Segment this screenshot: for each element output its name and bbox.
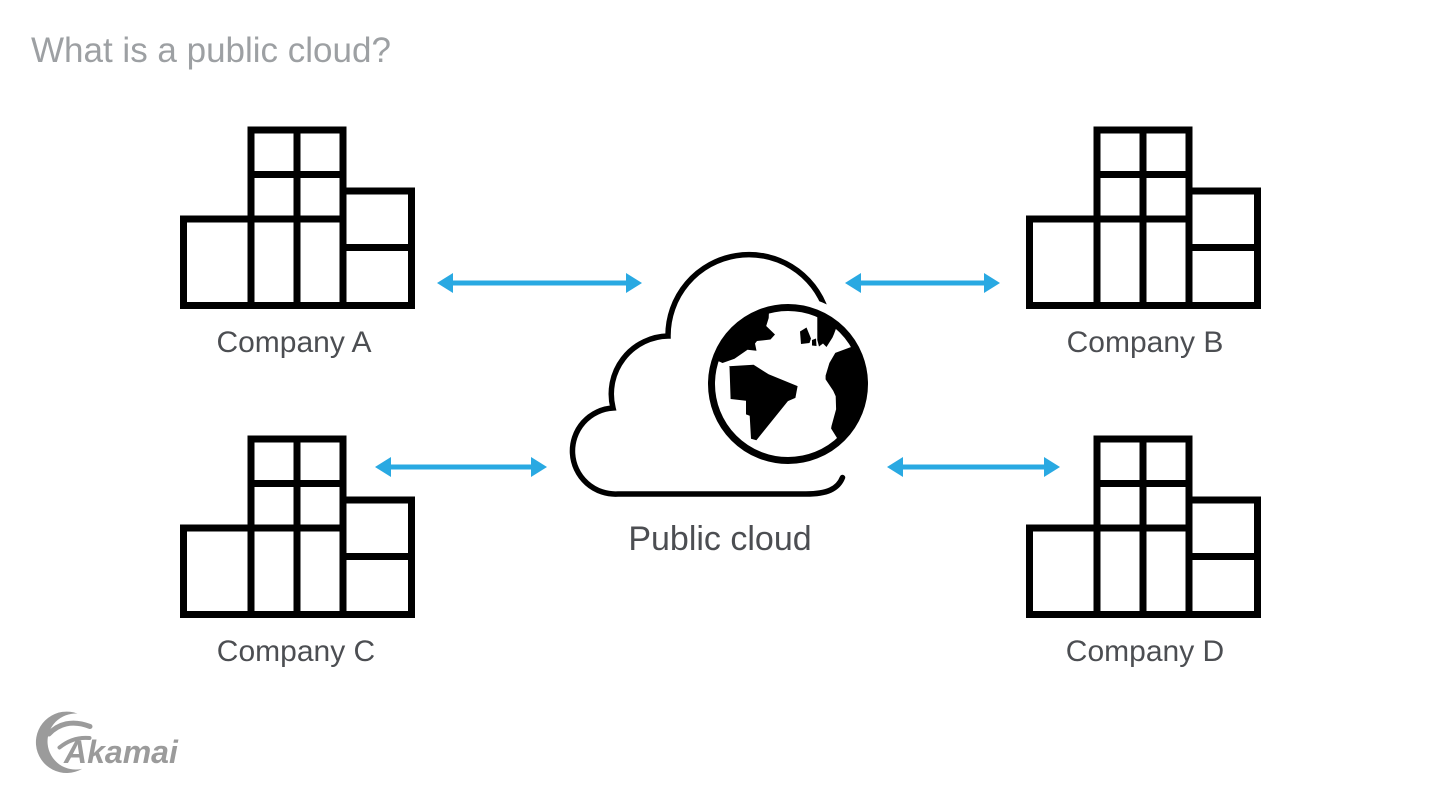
svg-text:Akamai: Akamai	[63, 734, 179, 770]
